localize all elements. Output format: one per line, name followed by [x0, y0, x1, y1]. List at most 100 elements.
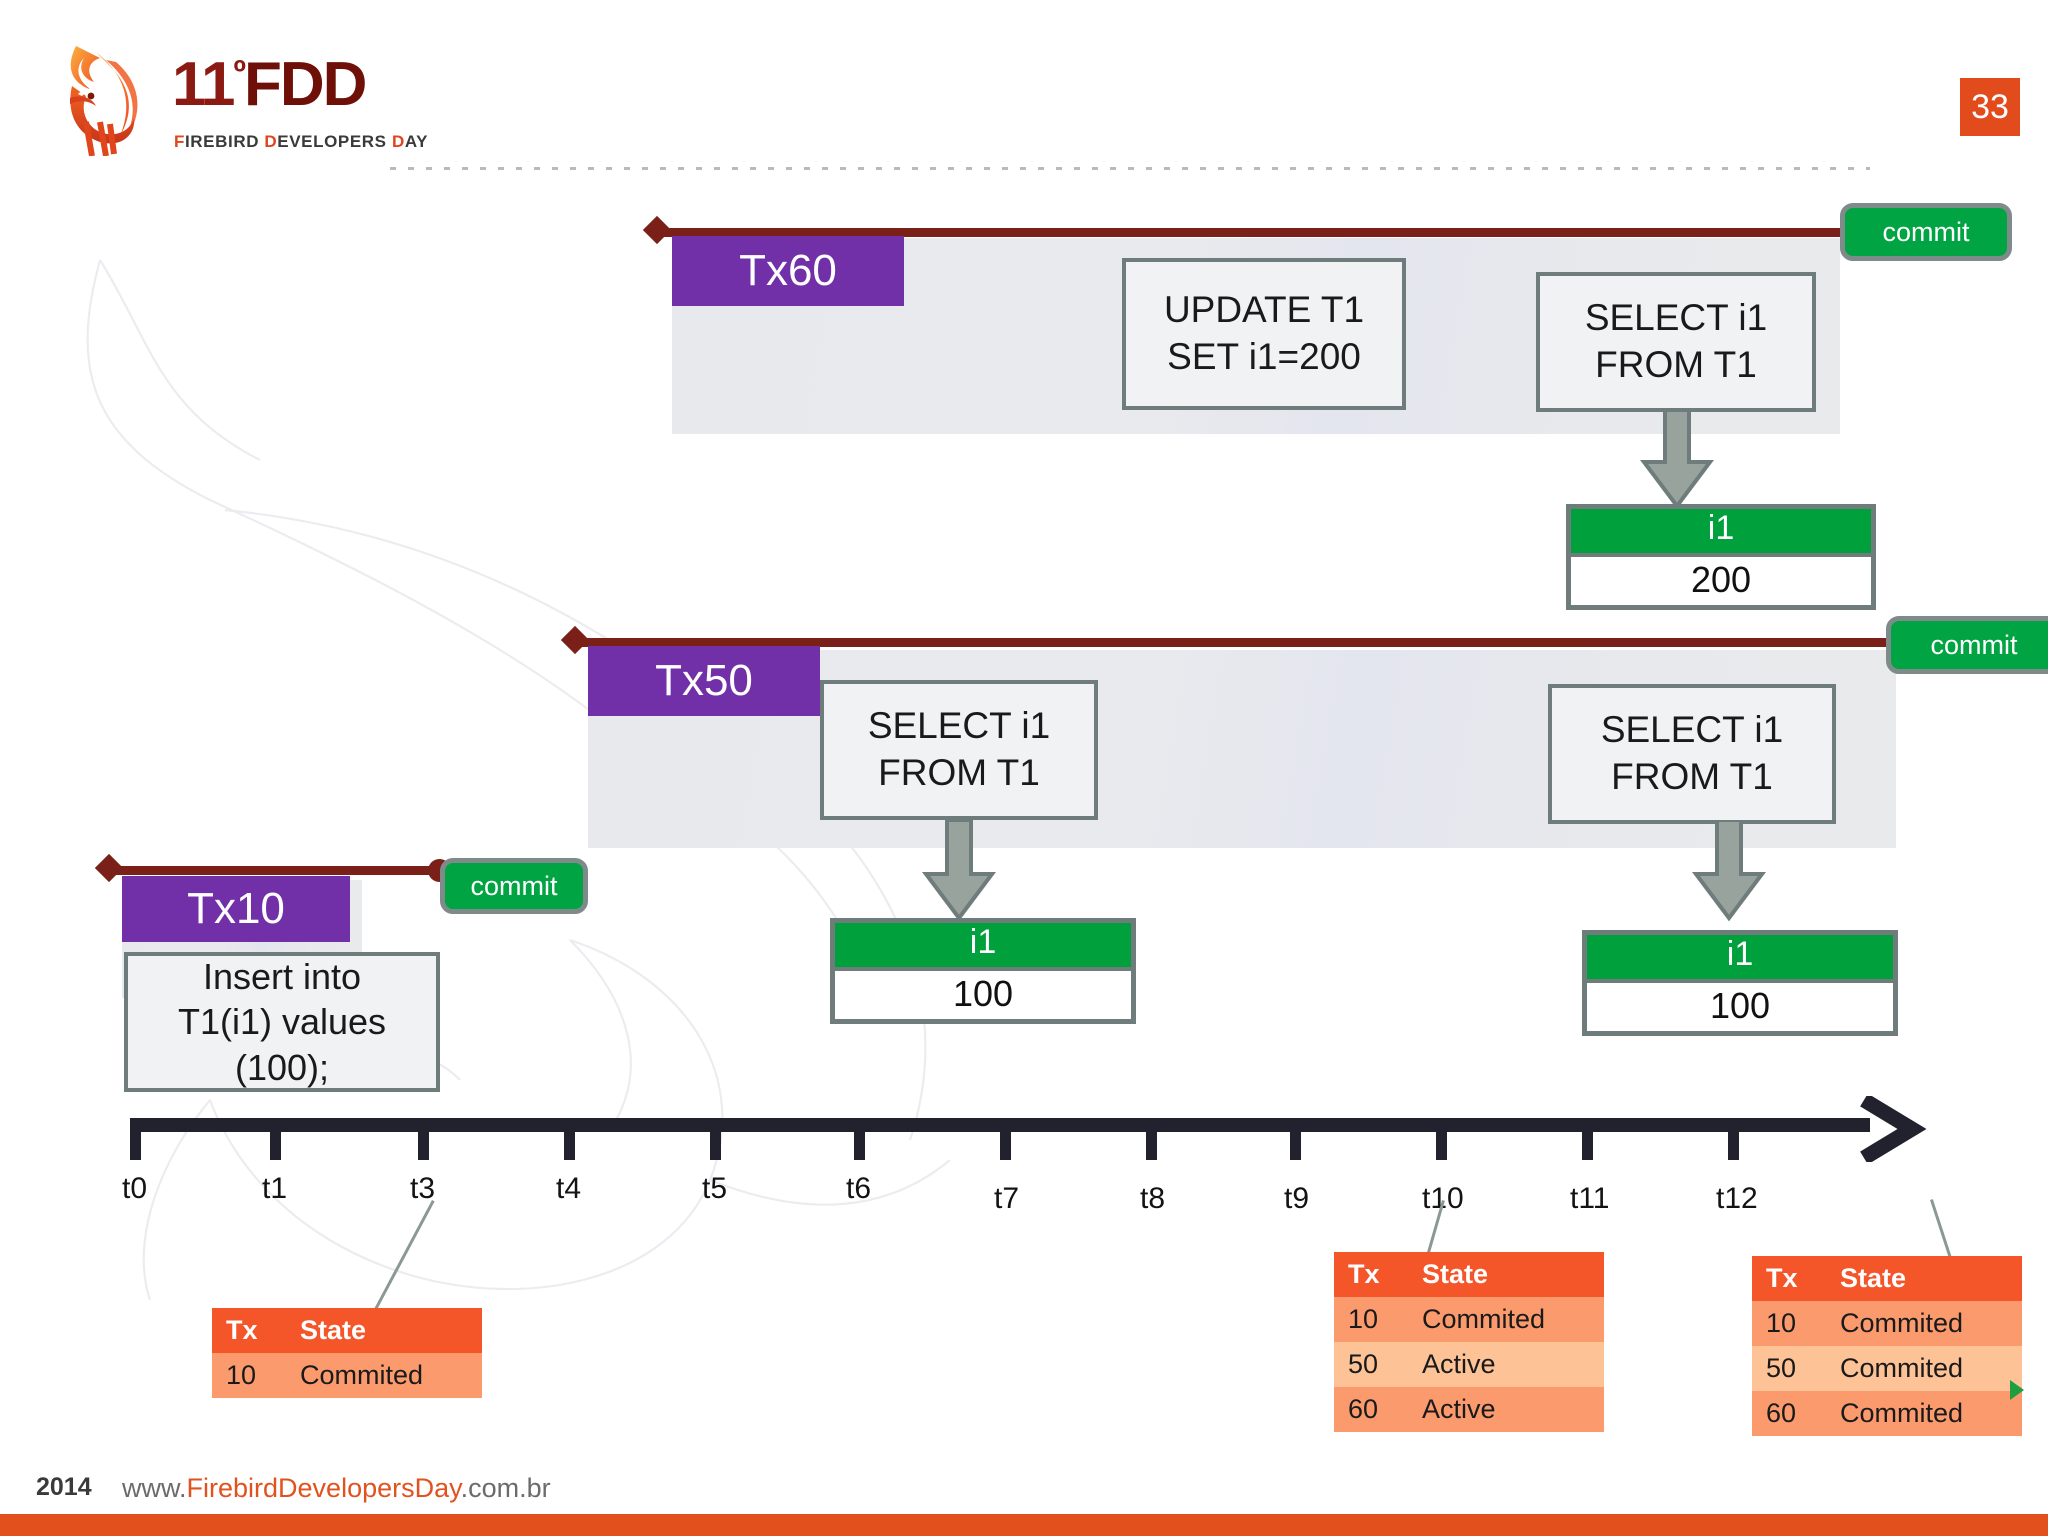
url-prefix: www. [122, 1473, 187, 1503]
leader-line-t3 [368, 1200, 435, 1322]
cell-tx: 60 [1752, 1391, 1826, 1436]
fdd-logo: 11ºFDD FIREBIRD DEVELOPERS DAY [48, 36, 427, 156]
timeline-tick [130, 1130, 141, 1160]
statement-line-1: SELECT i1 [1584, 297, 1768, 339]
tx60-result-table: i1 200 [1566, 504, 1876, 611]
timeline-tick [1582, 1130, 1593, 1160]
table-row: 50 Commited [1752, 1346, 2022, 1391]
timeline-label-t12: t12 [1716, 1182, 1758, 1215]
logo-subtitle: FIREBIRD DEVELOPERS DAY [174, 132, 429, 151]
tx60-select-statement: SELECT i1 FROM T1 [1536, 272, 1816, 412]
timeline-tick [1000, 1130, 1011, 1160]
state-table-t12: Tx State 10 Commited 50 Commited 60 Comm… [1752, 1256, 2022, 1436]
statement-line-2: FROM T1 [1595, 344, 1757, 385]
timeline-tick [1436, 1130, 1447, 1160]
cell-state: Commited [286, 1353, 482, 1398]
timeline-label-t8: t8 [1140, 1182, 1166, 1215]
statement-line-1: SELECT i1 [867, 705, 1051, 747]
tx50-commit-badge: commit [1886, 616, 2048, 674]
statement-line-1: UPDATE T1 [1163, 289, 1365, 331]
url-suffix: .com.br [460, 1473, 551, 1503]
table-row: 60 Commited [1752, 1391, 2022, 1436]
state-table-t10: Tx State 10 Commited 50 Active 60 Active [1334, 1252, 1604, 1432]
tx60-label: Tx60 [672, 236, 904, 306]
timeline-tick [1146, 1130, 1157, 1160]
state-table-t3: Tx State 10 Commited [212, 1308, 482, 1398]
timeline-label-t10: t10 [1422, 1182, 1464, 1215]
table-row: 50 Active [1334, 1342, 1604, 1387]
tx10-label: Tx10 [122, 876, 350, 942]
cell-state: Commited [1408, 1297, 1604, 1342]
tx60-timeline-line [660, 228, 1844, 237]
table-row: 10 Commited [1334, 1297, 1604, 1342]
result-value: 200 [1571, 556, 1871, 606]
timeline-axis: t0 t1 t3 t4 t5 t6 t7 t8 t9 t10 t11 t12 [122, 1096, 1927, 1215]
url-brand: FirebirdDevelopersDay [186, 1473, 461, 1503]
result-column-header: i1 [1587, 935, 1893, 983]
firebird-logo-icon [70, 46, 138, 156]
table-row: 10 Commited [1752, 1301, 2022, 1346]
footer-url: www.FirebirdDevelopersDay.com.br [122, 1473, 551, 1504]
cell-tx: 10 [212, 1353, 286, 1398]
logo-wordmark: 11ºFDD [172, 50, 367, 119]
timeline-axis-line [130, 1118, 1870, 1132]
statement-line-1: Insert into [202, 955, 362, 997]
statement-line-3: (100); [234, 1046, 330, 1088]
cell-tx: 60 [1334, 1387, 1408, 1432]
table-header-row: Tx State [1334, 1252, 1604, 1297]
statement-line-2: FROM T1 [878, 752, 1040, 793]
cell-state: Commited [1826, 1301, 2022, 1346]
tx10-commit-badge: commit [440, 858, 588, 914]
statement-line-2: T1(i1) values [177, 1001, 387, 1043]
tx10-insert-statement: Insert into T1(i1) values (100); [124, 952, 440, 1092]
tx50-result-arrow-second [1692, 820, 1766, 922]
timeline-label-t11: t11 [1570, 1182, 1610, 1215]
tx10-timeline-line [112, 859, 451, 882]
result-column-header: i1 [835, 923, 1131, 971]
tx50-select-statement-first: SELECT i1 FROM T1 [820, 680, 1098, 820]
timeline-tick [418, 1130, 429, 1160]
column-header-state: State [1826, 1256, 2022, 1301]
table-header-row: Tx State [212, 1308, 482, 1353]
page-number-badge: 33 [1960, 78, 2020, 136]
result-column-header: i1 [1571, 509, 1871, 557]
table-header-row: Tx State [1752, 1256, 2022, 1301]
timeline-label-t4: t4 [556, 1172, 582, 1205]
timeline-label-t1: t1 [262, 1172, 288, 1205]
timeline-tick [1290, 1130, 1301, 1160]
column-header-state: State [286, 1308, 482, 1353]
timeline-tick [564, 1130, 575, 1160]
timeline-label-t5: t5 [702, 1172, 728, 1205]
tx60-commit-badge: commit [1840, 203, 2012, 261]
cell-state: Commited [1826, 1391, 2022, 1436]
tx50-result-table-second: i1 100 [1582, 930, 1898, 1037]
column-header-state: State [1408, 1252, 1604, 1297]
result-value: 100 [1587, 982, 1893, 1032]
timeline-label-t3: t3 [410, 1172, 436, 1205]
tx50-timeline-line [578, 638, 1890, 647]
tx50-result-arrow-first [922, 820, 996, 922]
cell-state: Active [1408, 1387, 1604, 1432]
cell-state: Active [1408, 1342, 1604, 1387]
column-header-tx: Tx [1752, 1256, 1826, 1301]
timeline-label-t0: t0 [122, 1172, 148, 1205]
tx50-select-statement-second: SELECT i1 FROM T1 [1548, 684, 1836, 824]
cell-tx: 10 [1334, 1297, 1408, 1342]
column-header-tx: Tx [212, 1308, 286, 1353]
tx50-label: Tx50 [588, 646, 820, 716]
statement-line-1: SELECT i1 [1600, 709, 1784, 751]
cell-tx: 10 [1752, 1301, 1826, 1346]
result-value: 100 [835, 970, 1131, 1020]
tx50-result-table-first: i1 100 [830, 918, 1136, 1025]
table-row: 10 Commited [212, 1353, 482, 1398]
timeline-tick [1728, 1130, 1739, 1160]
timeline-label-t7: t7 [994, 1182, 1020, 1215]
tx60-result-arrow [1640, 410, 1714, 510]
statement-line-2: SET i1=200 [1167, 336, 1361, 377]
timeline-tick [270, 1130, 281, 1160]
table-row: 60 Active [1334, 1387, 1604, 1432]
statement-line-2: FROM T1 [1611, 756, 1773, 797]
header-dotted-rule [390, 167, 1870, 170]
row-highlight-caret-icon [2010, 1380, 2024, 1400]
